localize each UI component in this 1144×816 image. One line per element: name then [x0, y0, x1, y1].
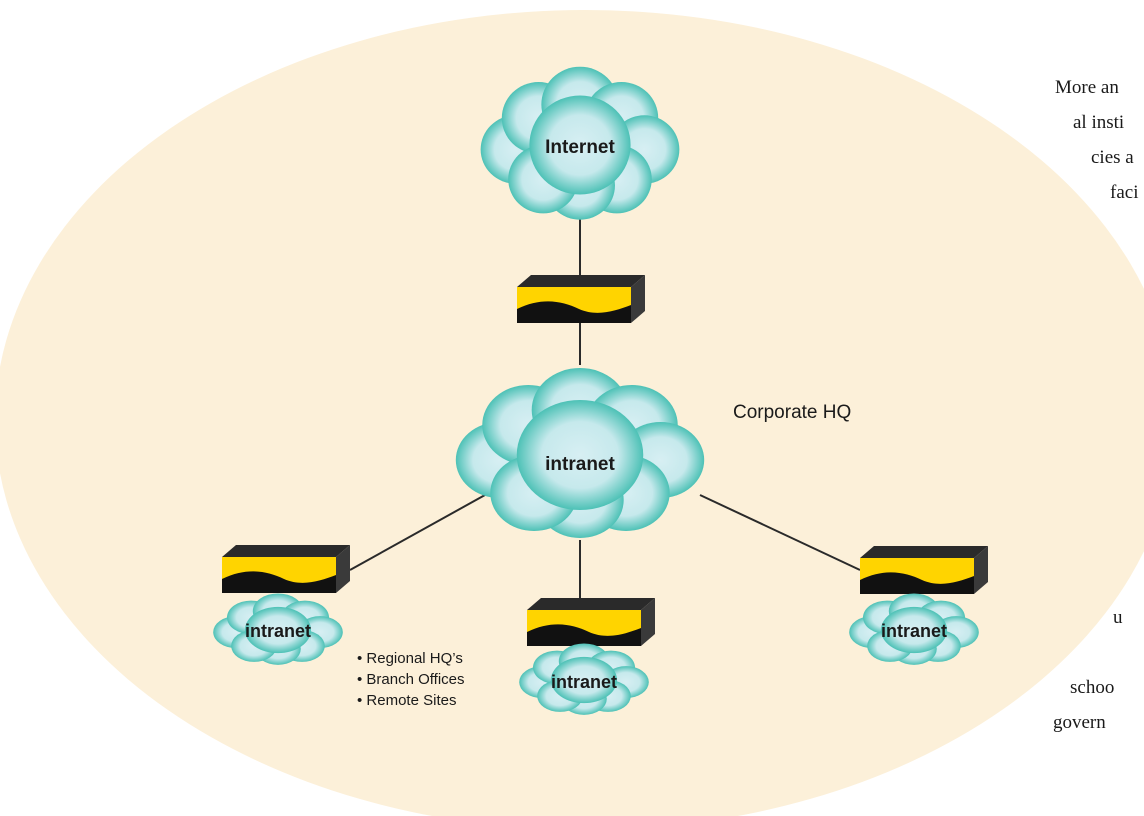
link-intranet-right [699, 494, 861, 571]
internet-label: Internet [545, 137, 615, 158]
network-device-icon [517, 275, 645, 323]
intranet-right-label: intranet [881, 621, 947, 641]
intranet-main-label: intranet [545, 454, 615, 475]
side-text-line: schoo [1070, 677, 1114, 698]
side-text-line: govern [1053, 712, 1106, 733]
side-text-line: cies a [1091, 147, 1134, 168]
list-item: • Remote Sites [357, 692, 456, 709]
link-lines [349, 205, 861, 605]
link-intranet-left [349, 494, 486, 571]
side-text: More an al insti cies a faci u schoo gov… [1053, 77, 1138, 733]
network-device-icon [527, 598, 655, 646]
intranet-left-label: intranet [245, 621, 311, 641]
corporate-hq-label: Corporate HQ [733, 402, 851, 423]
list-item: • Branch Offices [357, 671, 465, 688]
side-text-line: faci [1110, 182, 1138, 203]
intranet-center-label: intranet [551, 672, 617, 692]
network-device-icon [860, 546, 988, 594]
network-device-icon [222, 545, 350, 593]
list-item: • Regional HQ’s [357, 650, 463, 667]
site-list: • Regional HQ’s • Branch Offices • Remot… [357, 650, 465, 709]
side-text-line: al insti [1073, 112, 1124, 133]
side-text-line: More an [1055, 77, 1119, 98]
side-text-line: u [1113, 607, 1123, 628]
